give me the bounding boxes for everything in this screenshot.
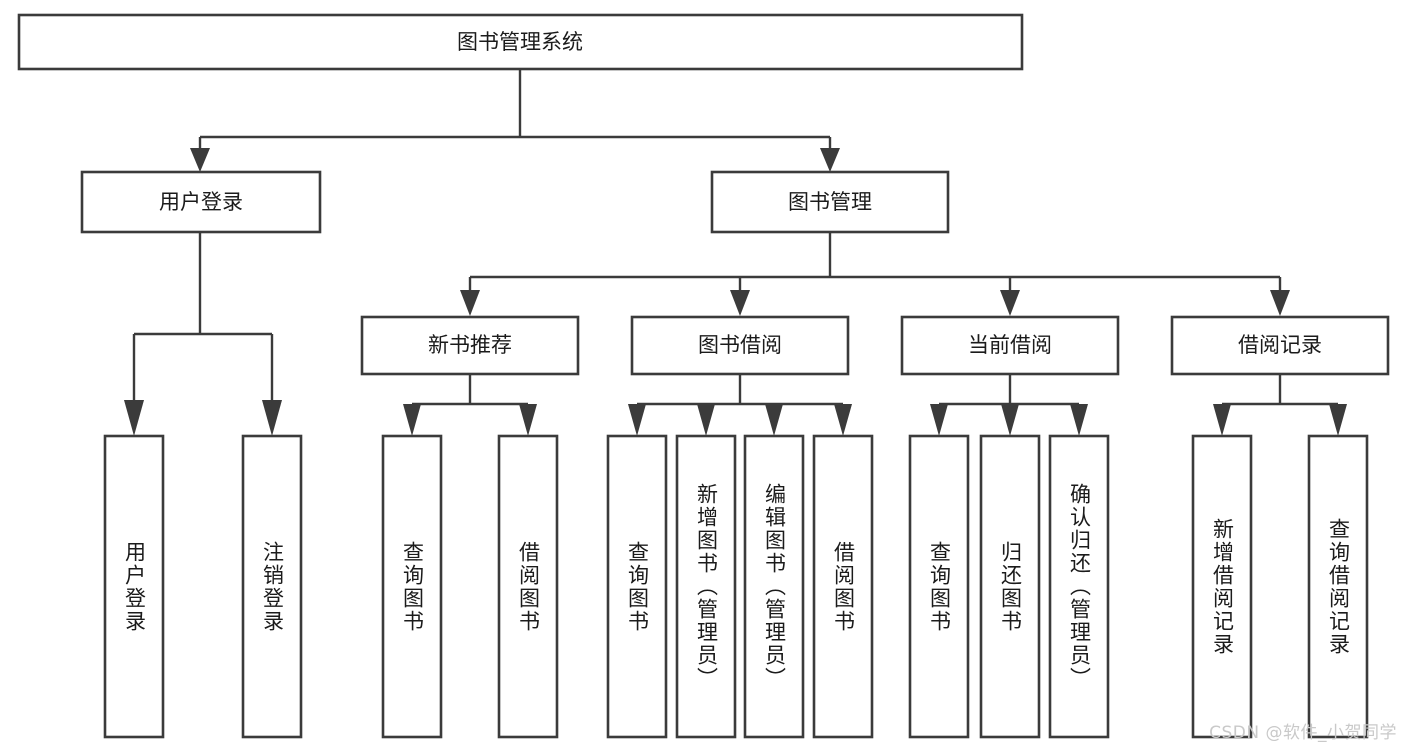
arrowhead-icon-book-management (820, 148, 840, 172)
arrowhead-icon-leaf-borrow-book-1 (519, 404, 537, 436)
node-leaf-query-book-2-box[interactable] (606, 434, 668, 739)
node-leaf-query-book-2[interactable] (606, 434, 668, 739)
node-leaf-edit-book-box[interactable] (743, 434, 805, 739)
arrowhead-icon-book-borrow (730, 290, 750, 316)
node-current-borrow-label: 当前借阅 (968, 333, 1052, 357)
node-new-book-recommend[interactable]: 新书推荐 (360, 315, 580, 376)
arrowhead-icon-leaf-add-book (697, 404, 715, 436)
node-current-borrow[interactable]: 当前借阅 (900, 315, 1120, 376)
arrowhead-icon-user-login (190, 148, 210, 172)
arrowhead-layer (124, 148, 1347, 436)
arrowhead-icon-leaf-edit-book (765, 404, 783, 436)
node-leaf-user-login[interactable] (103, 434, 165, 739)
node-leaf-query-record-box[interactable] (1307, 434, 1369, 739)
arrowhead-icon-leaf-query-book-3 (930, 404, 948, 436)
node-borrow-record-label: 借阅记录 (1238, 333, 1322, 357)
arrowhead-icon-leaf-query-book-1 (403, 404, 421, 436)
node-leaf-user-login-box[interactable] (103, 434, 165, 739)
arrowhead-icon-leaf-return-book (1001, 404, 1019, 436)
node-leaf-query-book-1-box[interactable] (381, 434, 443, 739)
arrowhead-icon-borrow-record (1270, 290, 1290, 316)
node-leaf-confirm-return[interactable] (1048, 434, 1110, 739)
node-current-borrow-box[interactable] (900, 315, 1120, 376)
arrowhead-icon-current-borrow (1000, 290, 1020, 316)
node-leaf-add-record[interactable] (1191, 434, 1253, 739)
arrowhead-icon-leaf-borrow-book-2 (834, 404, 852, 436)
node-leaf-query-book-3[interactable] (908, 434, 970, 739)
node-leaf-add-record-box[interactable] (1191, 434, 1253, 739)
node-leaf-return-book[interactable] (979, 434, 1041, 739)
node-new-book-recommend-label: 新书推荐 (428, 333, 512, 357)
node-leaf-logout-login-box[interactable] (241, 434, 303, 739)
node-leaf-borrow-book-1-box[interactable] (497, 434, 559, 739)
node-borrow-record-box[interactable] (1170, 315, 1390, 376)
node-book-borrow[interactable]: 图书借阅 (630, 315, 850, 376)
node-book-management[interactable]: 图书管理 (710, 170, 950, 234)
node-leaf-add-book-box[interactable] (675, 434, 737, 739)
arrowhead-icon-leaf-query-record (1329, 404, 1347, 436)
node-book-borrow-label: 图书借阅 (698, 333, 782, 357)
arrowhead-icon-leaf-query-book-2 (628, 404, 646, 436)
node-book-management-label: 图书管理 (788, 190, 872, 214)
node-leaf-confirm-return-box[interactable] (1048, 434, 1110, 739)
node-leaf-edit-book[interactable] (743, 434, 805, 739)
node-user-login-box[interactable] (80, 170, 322, 234)
arrowhead-icon-leaf-confirm-return (1070, 404, 1088, 436)
node-root-label: 图书管理系统 (457, 30, 583, 54)
node-book-management-box[interactable] (710, 170, 950, 234)
node-leaf-logout-login[interactable] (241, 434, 303, 739)
node-leaf-borrow-book-2-box[interactable] (812, 434, 874, 739)
node-leaf-query-book-1[interactable] (381, 434, 443, 739)
node-leaf-add-book[interactable] (675, 434, 737, 739)
arrowhead-icon-leaf-add-record (1213, 404, 1231, 436)
node-leaf-borrow-book-2[interactable] (812, 434, 874, 739)
arrowhead-icon-new-book-recommend (460, 290, 480, 316)
node-root-box[interactable] (17, 13, 1024, 71)
node-user-login[interactable]: 用户登录 (80, 170, 322, 234)
arrowhead-icon-leaf-user-login (124, 400, 144, 436)
node-borrow-record[interactable]: 借阅记录 (1170, 315, 1390, 376)
node-leaf-query-record[interactable] (1307, 434, 1369, 739)
node-leaf-query-book-3-box[interactable] (908, 434, 970, 739)
node-book-borrow-box[interactable] (630, 315, 850, 376)
node-leaf-return-book-box[interactable] (979, 434, 1041, 739)
node-root[interactable]: 图书管理系统 (17, 13, 1024, 71)
arrowhead-icon-leaf-logout-login (262, 400, 282, 436)
node-user-login-label: 用户登录 (159, 190, 243, 214)
node-new-book-recommend-box[interactable] (360, 315, 580, 376)
node-leaf-borrow-book-1[interactable] (497, 434, 559, 739)
